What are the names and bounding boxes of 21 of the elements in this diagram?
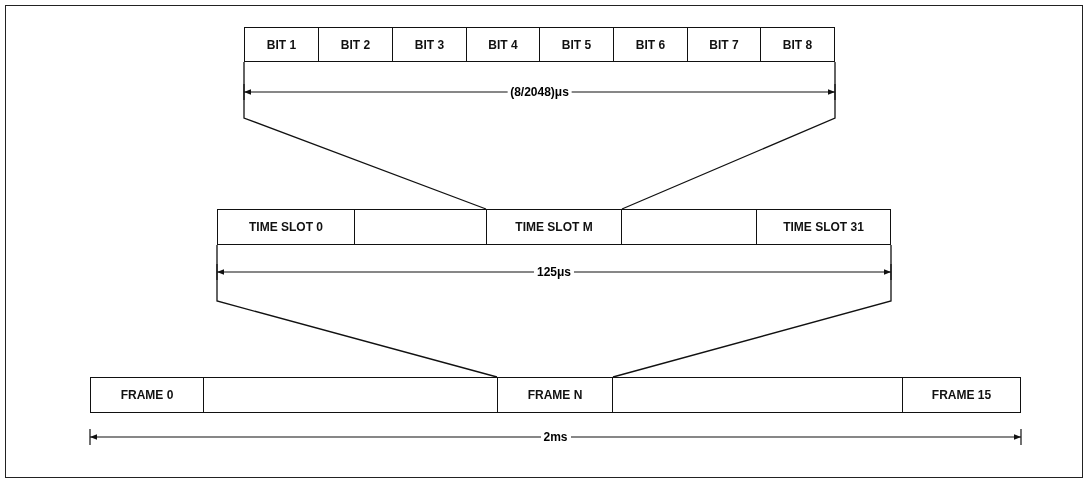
dimension-label: 2ms (540, 430, 571, 444)
expansion-line (621, 61, 836, 210)
bit-cell: BIT 5 (539, 27, 614, 62)
time-slot-cell: TIME SLOT M (486, 209, 622, 245)
bit-cell: BIT 8 (760, 27, 835, 62)
bit-cell: BIT 4 (466, 27, 540, 62)
expansion-line (612, 244, 892, 378)
frame-cell: FRAME N (497, 377, 613, 413)
frame-cell: FRAME 15 (902, 377, 1021, 413)
bit-cell: BIT 2 (318, 27, 393, 62)
dimension-label: 125μs (534, 265, 574, 279)
bit-cell: BIT 3 (392, 27, 467, 62)
bit-cell: BIT 1 (244, 27, 319, 62)
frame-cell: FRAME 0 (90, 377, 204, 413)
expansion-line (216, 244, 498, 378)
bit-cell: BIT 6 (613, 27, 688, 62)
expansion-line (243, 61, 487, 210)
dimension-label: (8/2048)μs (507, 85, 572, 99)
time-slot-cell: TIME SLOT 0 (217, 209, 355, 245)
bit-cell: BIT 7 (687, 27, 761, 62)
time-slot-cell: TIME SLOT 31 (756, 209, 891, 245)
